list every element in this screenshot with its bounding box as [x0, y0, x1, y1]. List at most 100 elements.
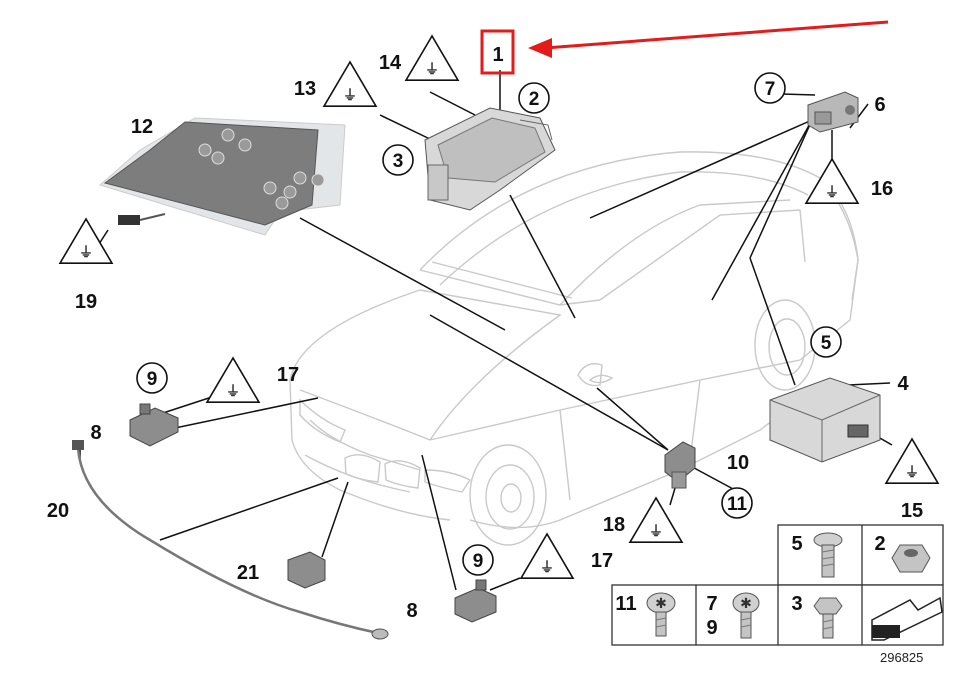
callout-number: 2 [529, 89, 540, 110]
car-outline [289, 151, 859, 546]
connector-icon: ⏚ [540, 559, 554, 575]
callout-1: 1 [492, 44, 503, 66]
side-sensor-rear [807, 91, 859, 133]
callout-number: 19 [75, 291, 97, 313]
connector-icon: ⏚ [79, 244, 93, 260]
callout-number: 10 [727, 452, 749, 474]
callout-number: 3 [393, 151, 404, 172]
callout-number: 5 [821, 333, 832, 354]
hex-nut-icon [891, 544, 931, 573]
flange-screw-icon [813, 532, 843, 578]
callout-6: 6 [874, 94, 885, 116]
callout-circle [518, 82, 550, 114]
callout-13: ⏚ 13 [294, 60, 378, 107]
callout-number: 15 [901, 500, 923, 522]
callout-circle [462, 544, 494, 576]
callout-8: 8 [406, 600, 417, 622]
callout-number: 12 [131, 116, 153, 138]
antenna-cable [72, 440, 389, 640]
warning-triangle-icon [404, 34, 460, 81]
side-module-right [769, 377, 881, 463]
callout-circle [136, 362, 168, 394]
callout-number: 8 [90, 422, 101, 444]
callout-8: 8 [90, 422, 101, 444]
seat-occupancy-mat [98, 117, 346, 236]
callout-circle [721, 487, 753, 519]
callout-number: 14 [379, 52, 402, 74]
airbag-control-unit [424, 107, 556, 211]
callout-9: 9 [136, 362, 168, 394]
callout-number: 13 [294, 78, 316, 100]
warning-triangle-icon [58, 217, 114, 265]
connector-icon: ⏚ [226, 383, 240, 399]
callout-3: 3 [382, 144, 414, 176]
callout-5: 5 [810, 326, 842, 358]
callout-number: 16 [871, 178, 893, 200]
callout-7: 7 [754, 72, 786, 104]
connector-icon: ⏚ [649, 523, 663, 539]
callout-circle [754, 72, 786, 104]
hex-bolt-icon [813, 597, 843, 639]
callout-number: 17 [277, 364, 299, 386]
callout-number: 20 [47, 500, 69, 522]
callout-number: 9 [473, 551, 484, 572]
callout-19: ⏚ 19 [58, 217, 114, 313]
callout-2: 2 [518, 82, 550, 114]
front-sensor-left [129, 403, 179, 447]
warning-triangle-icon [628, 496, 684, 544]
callout-number: 8 [406, 600, 417, 622]
callout-15: ⏚15 [884, 437, 940, 522]
highlight-box [480, 29, 515, 75]
highlight-group [480, 20, 889, 75]
svg-text:✱: ✱ [655, 595, 667, 611]
torx-screw-icon: ✱ [646, 592, 676, 637]
callout-circle [382, 144, 414, 176]
connector-part [287, 551, 326, 589]
legend-label: 11 [615, 593, 636, 615]
callout-number: 18 [603, 514, 625, 536]
callout-layer: 12345678899101112⏚13⏚14⏚15⏚16⏚17⏚17⏚18⏚1… [47, 34, 940, 622]
callout-number: 21 [237, 562, 259, 584]
callout-number: 4 [897, 373, 909, 395]
legend-label: 2 [874, 533, 885, 555]
callout-17: ⏚ 17 [519, 532, 613, 580]
callout-number-highlighted: 1 [492, 44, 503, 66]
front-sensor-center [454, 579, 497, 623]
connector-icon: ⏚ [425, 61, 439, 77]
callout-20: 20 [47, 500, 69, 522]
direction-arrow-icon [871, 596, 943, 641]
callout-4: 4 [897, 373, 909, 395]
callout-9: 9 [462, 544, 494, 576]
callout-number: 11 [727, 494, 748, 515]
callout-21: 21 [237, 562, 259, 584]
warning-triangle-icon [205, 356, 261, 404]
callout-circle [810, 326, 842, 358]
callout-11: 11 [721, 487, 753, 519]
legend-label: 9 [706, 617, 717, 639]
connector-icon: ⏚ [343, 87, 357, 103]
svg-text:✱: ✱ [740, 595, 752, 611]
connector-icon: ⏚ [825, 184, 839, 200]
warning-triangle-icon [884, 437, 940, 485]
legend-label: 7 [706, 593, 717, 615]
callout-12: 12 [131, 116, 153, 138]
callout-number: 17 [591, 550, 613, 572]
reference-number: 296825 [880, 650, 923, 665]
callout-18: ⏚ 18 [603, 496, 684, 544]
callout-number: 7 [765, 79, 776, 100]
highlight-arrow [528, 20, 889, 58]
callout-number: 6 [874, 94, 885, 116]
callout-14: ⏚ 14 [379, 34, 460, 81]
callout-16: ⏚ 16 [804, 157, 893, 204]
legend-label: 5 [791, 533, 802, 555]
warning-triangle-icon [322, 60, 378, 107]
center-sensor-bracket [664, 441, 696, 489]
torx-screw-icon: ✱ [732, 592, 760, 639]
callout-17: ⏚ 17 [205, 356, 299, 404]
warning-triangle-icon [804, 157, 860, 204]
callout-10: 10 [727, 452, 749, 474]
